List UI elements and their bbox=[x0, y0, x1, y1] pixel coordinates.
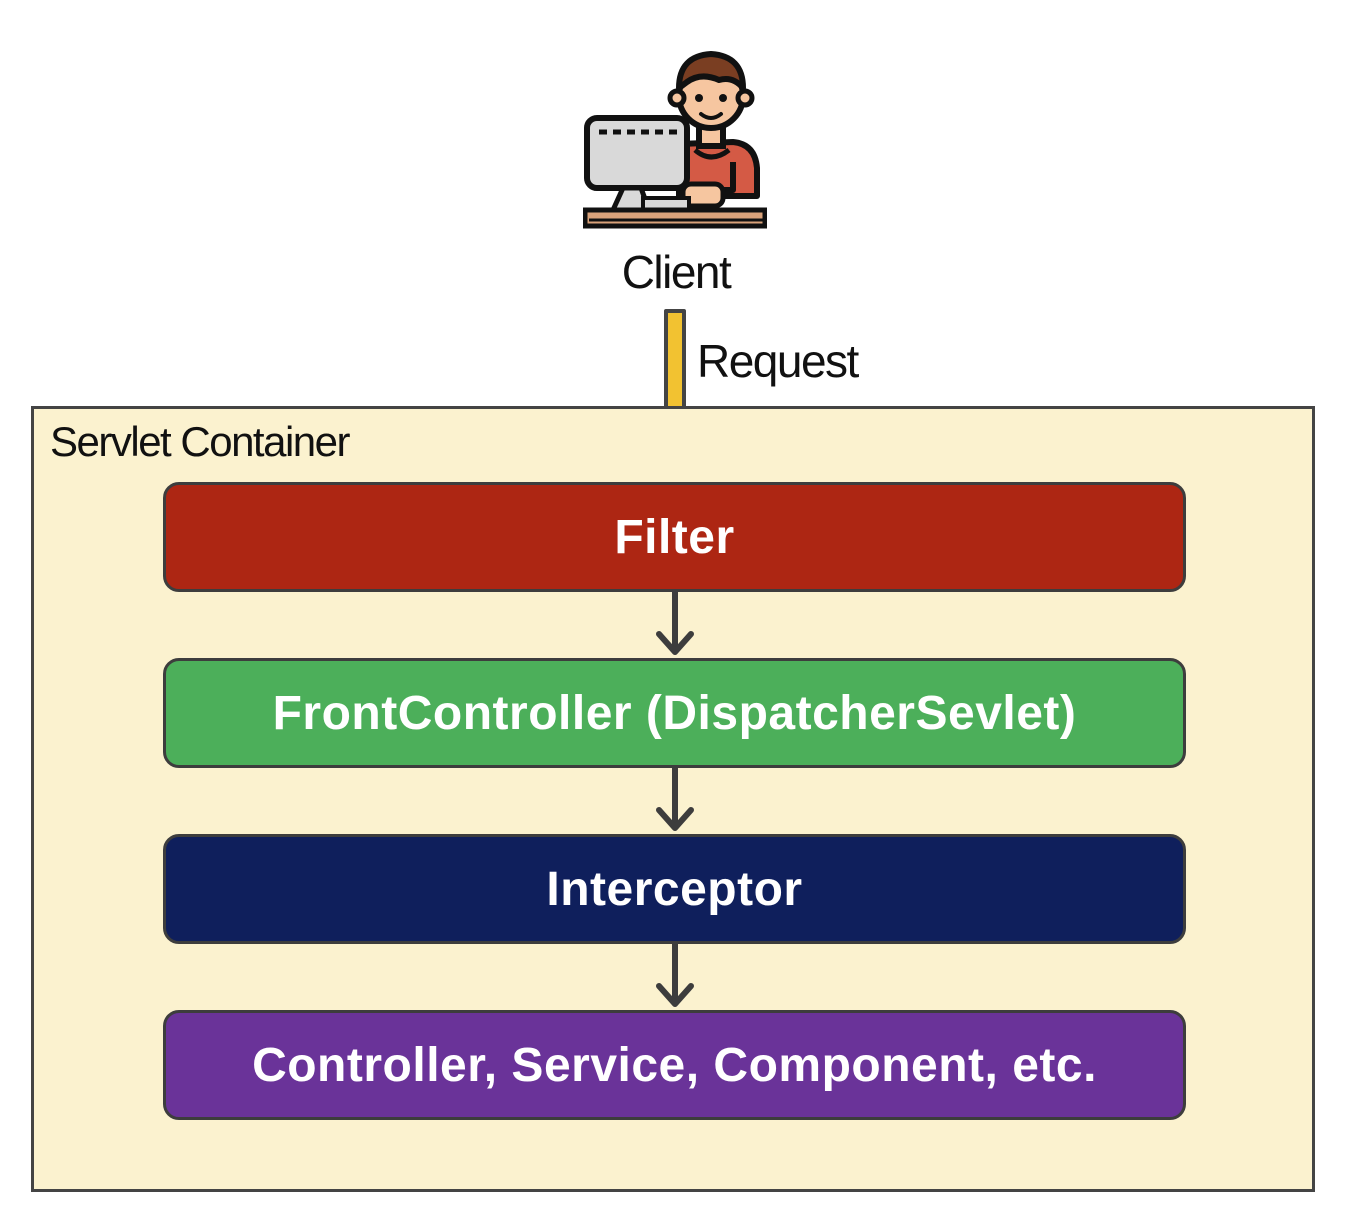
client-person-computer-icon bbox=[583, 51, 767, 229]
arrow-filter-to-frontcontroller bbox=[656, 590, 694, 655]
client-label: Client bbox=[621, 246, 732, 298]
controller-service-component-label: Controller, Service, Component, etc. bbox=[252, 1038, 1097, 1092]
filter-label: Filter bbox=[614, 510, 735, 564]
arrow-frontcontroller-to-interceptor bbox=[656, 766, 694, 831]
frontcontroller-label: FrontController (DispatcherSevlet) bbox=[272, 686, 1077, 740]
controller-service-component-box: Controller, Service, Component, etc. bbox=[163, 1010, 1186, 1120]
servlet-container-label: Servlet Container bbox=[50, 418, 351, 465]
filter-box: Filter bbox=[163, 482, 1186, 592]
frontcontroller-box: FrontController (DispatcherSevlet) bbox=[163, 658, 1186, 768]
interceptor-box: Interceptor bbox=[163, 834, 1186, 944]
interceptor-label: Interceptor bbox=[546, 862, 803, 916]
request-label: Request bbox=[697, 335, 859, 387]
arrow-interceptor-to-controller bbox=[656, 942, 694, 1007]
